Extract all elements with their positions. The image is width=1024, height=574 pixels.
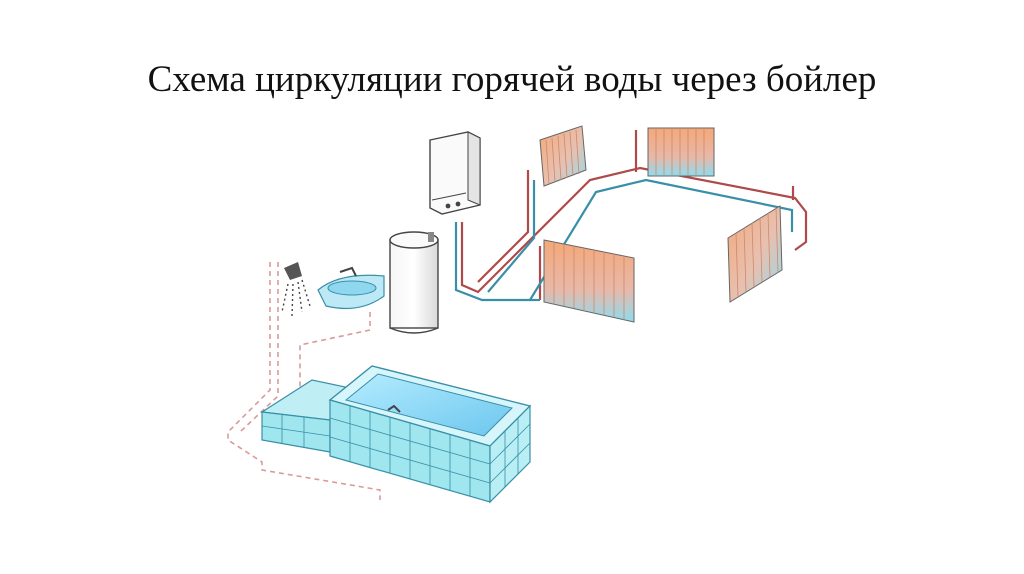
pool-icon	[260, 365, 532, 504]
cold-water-line	[227, 262, 381, 500]
shower-icon	[281, 262, 311, 317]
page-title: Схема циркуляции горячей воды через бойл…	[147, 59, 877, 100]
hot-pipe	[460, 130, 808, 300]
washbasin-icon	[317, 266, 385, 309]
radiator-icon	[727, 205, 783, 303]
storage-tank-icon	[389, 231, 439, 334]
radiator-icon	[543, 239, 635, 323]
wall-boiler-icon	[429, 131, 481, 215]
radiator-icon	[539, 125, 587, 187]
radiator-icon	[647, 127, 715, 177]
